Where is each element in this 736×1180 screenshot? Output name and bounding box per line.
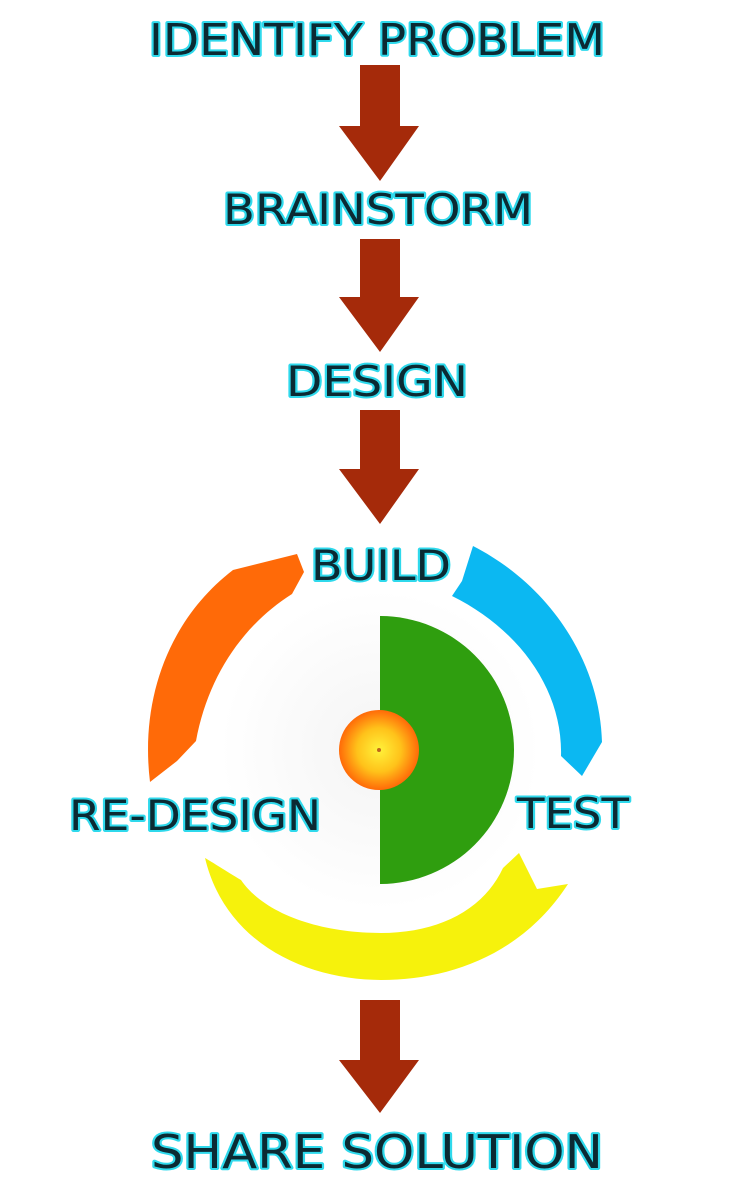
center-dot: [377, 748, 381, 752]
step-re-design: RE-DESIGN: [69, 791, 321, 840]
arrow-down-icon: [339, 1000, 419, 1113]
half-disc-green: [380, 616, 514, 884]
step-test: TEST: [516, 789, 629, 838]
step-build: BUILD: [311, 541, 451, 590]
step-design: DESIGN: [286, 357, 468, 406]
arrow-down-icon: [339, 65, 419, 181]
arrow-down-icon: [339, 239, 419, 352]
step-identify-problem: IDENTIFY PROBLEM: [149, 15, 605, 66]
cycle-arrow-yellow: [205, 853, 568, 980]
arrow-down-icon: [339, 410, 419, 524]
cycle-arrow-orange: [148, 554, 304, 782]
cycle-arrow-blue: [452, 546, 602, 776]
step-share-solution: SHARE SOLUTION: [151, 1125, 603, 1179]
step-brainstorm: BRAINSTORM: [223, 185, 533, 234]
